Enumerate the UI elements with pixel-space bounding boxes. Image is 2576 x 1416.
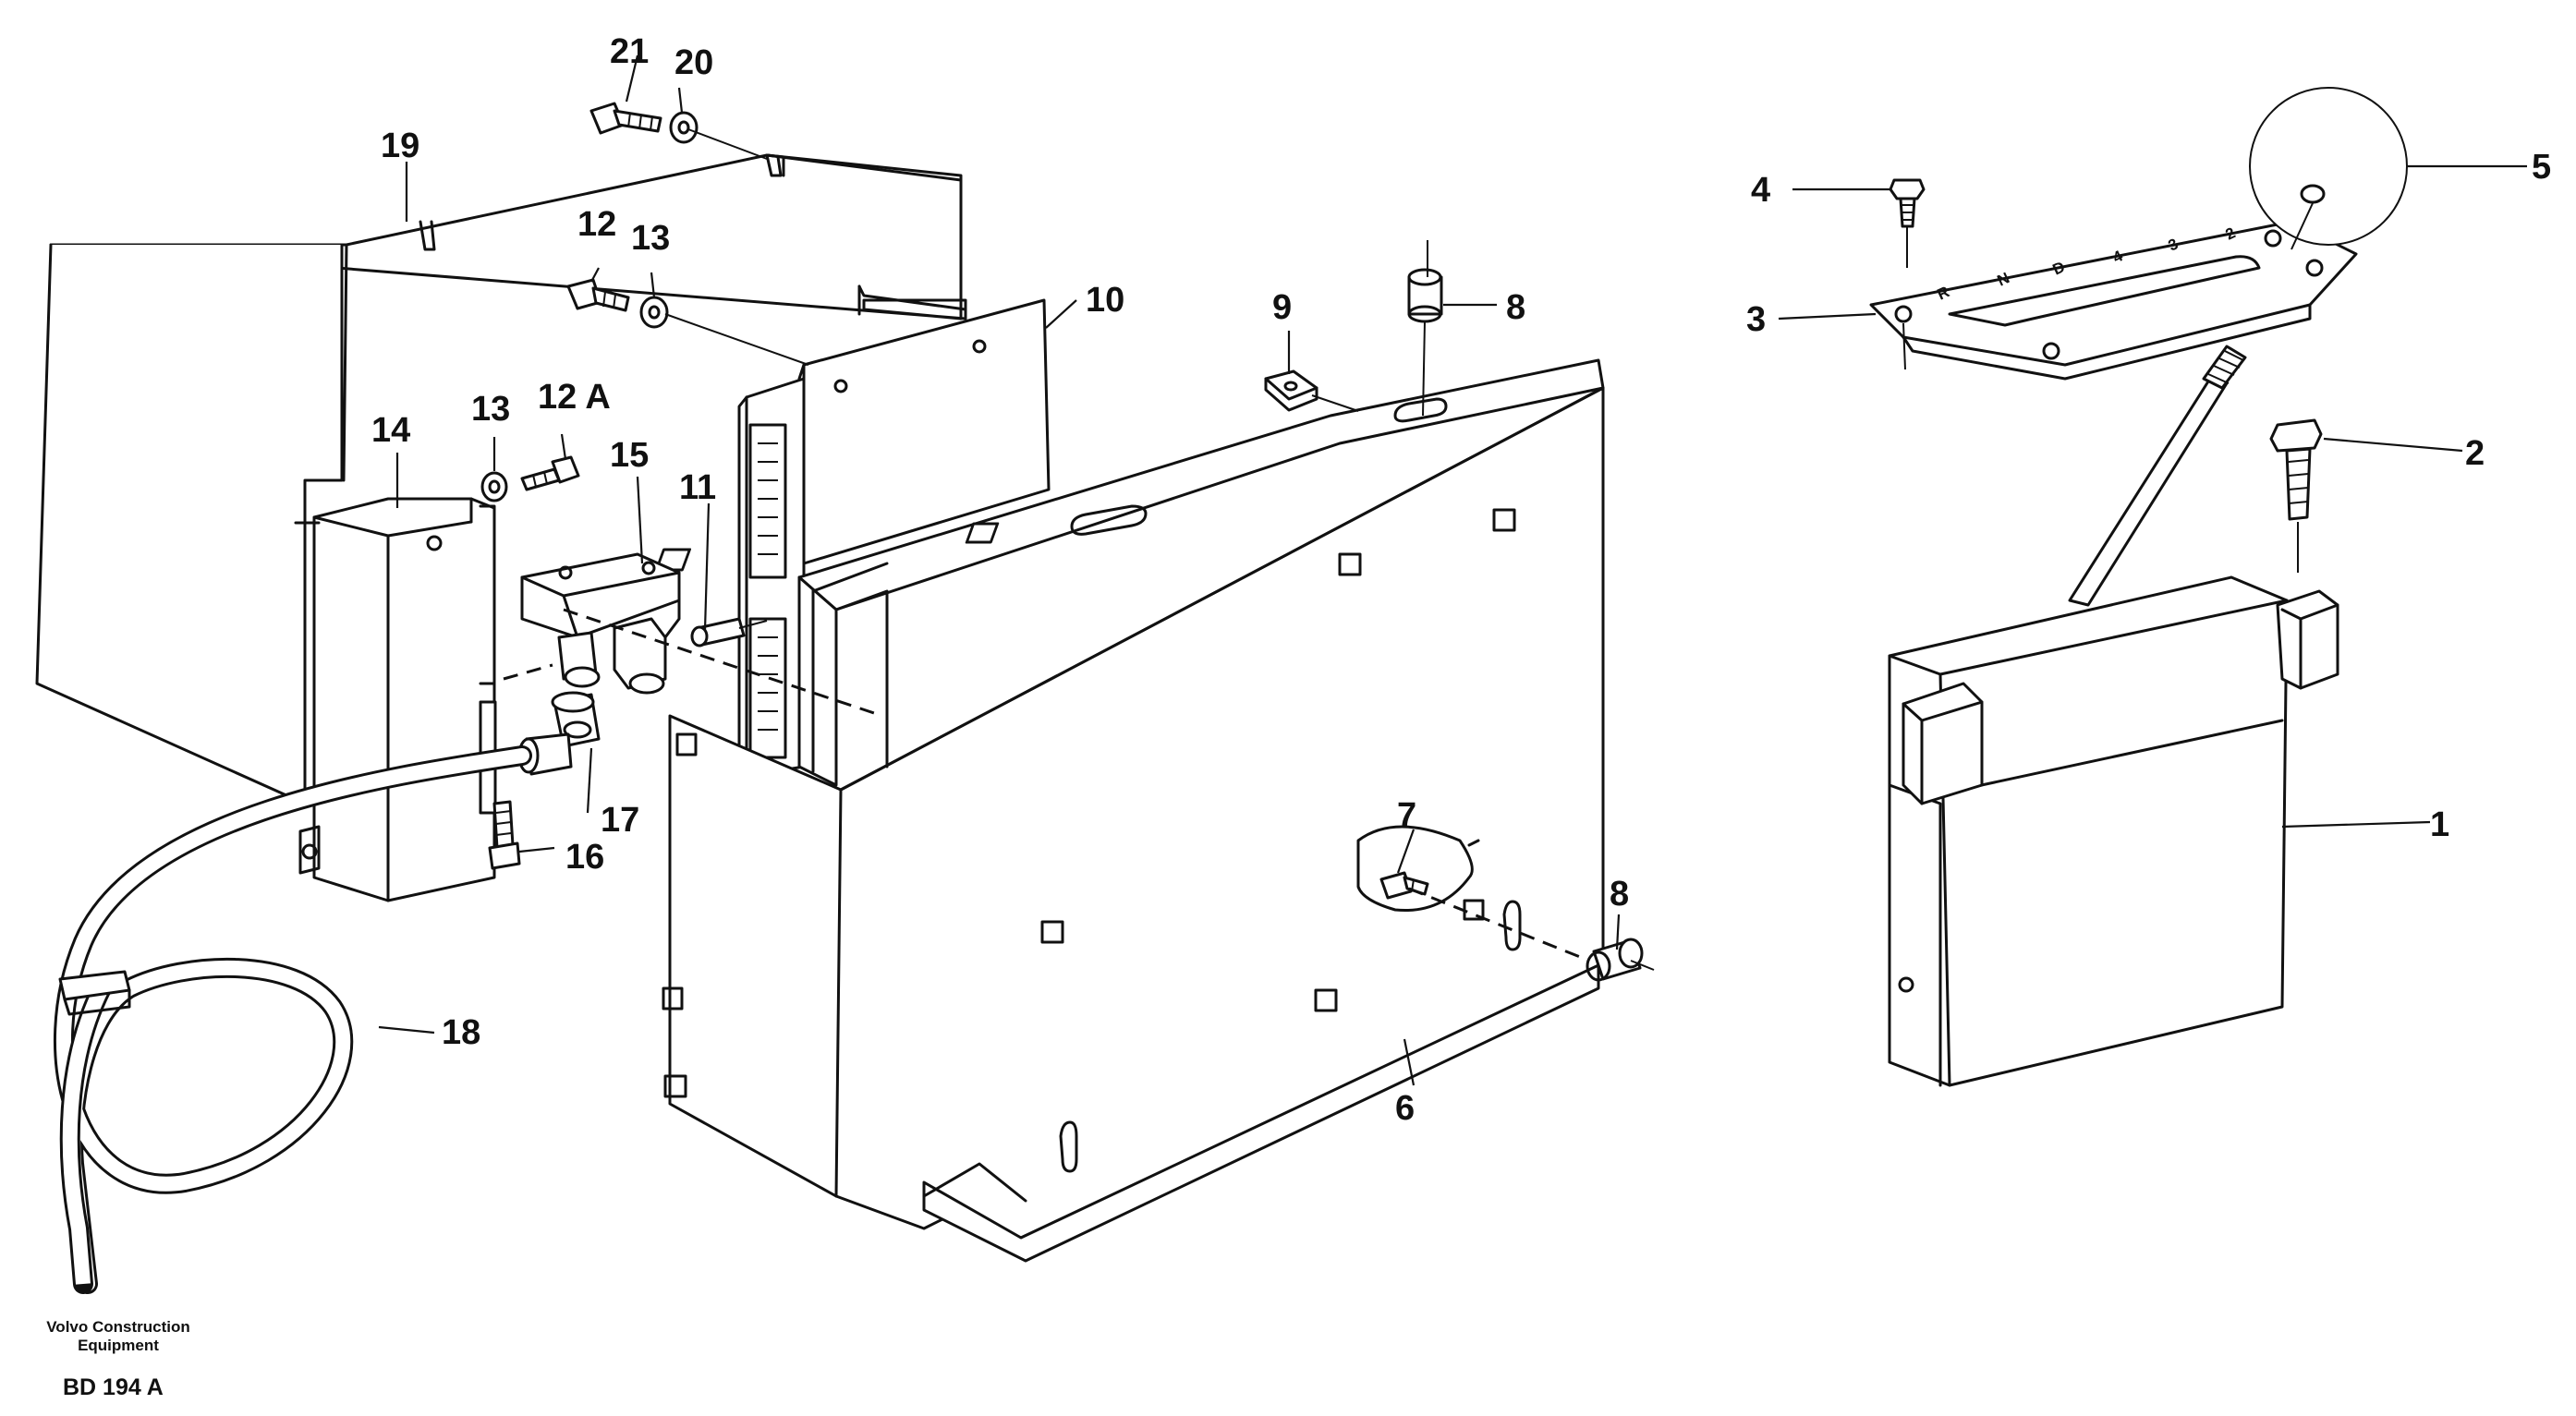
screw-part-12 — [566, 278, 630, 312]
relay-housing-part-14 — [294, 497, 497, 902]
elbow-fitting-part-17 — [517, 691, 601, 776]
screw-part-2 — [2269, 418, 2323, 521]
label-4: 4 — [1751, 171, 1770, 210]
alignment-lines — [503, 128, 2314, 971]
label-7: 7 — [1397, 796, 1416, 835]
label-16: 16 — [565, 838, 604, 877]
label-17: 17 — [601, 801, 639, 840]
label-21: 21 — [610, 32, 649, 71]
washer-part-13-upper — [639, 296, 669, 329]
label-12a: 12 A — [538, 378, 611, 417]
screw-part-16 — [488, 800, 521, 870]
bracket-part-15 — [520, 552, 681, 695]
company-name-line1: Volvo Construction — [46, 1318, 190, 1336]
spacer-part-8-top — [1407, 268, 1443, 323]
drawing-reference: BD 194 A — [63, 1374, 164, 1400]
label-12: 12 — [577, 205, 616, 244]
footer: Volvo Construction Equipment BD 194 A — [46, 1318, 190, 1400]
label-10: 10 — [1086, 281, 1124, 320]
connector-strip-upper — [748, 423, 787, 579]
fitting-part-11 — [690, 617, 746, 647]
gear-knob-part-5 — [2249, 87, 2408, 246]
control-unit-box-part-6 — [654, 358, 1605, 1263]
mounting-holes — [662, 508, 1522, 1173]
label-1: 1 — [2430, 805, 2449, 844]
label-8-bottom: 8 — [1610, 875, 1629, 914]
label-3: 3 — [1746, 300, 1766, 339]
screw-part-21 — [589, 102, 662, 135]
label-20: 20 — [674, 43, 713, 82]
label-8-top: 8 — [1506, 288, 1525, 327]
label-15: 15 — [610, 436, 649, 475]
electronic-unit-part-1 — [1888, 345, 2339, 1087]
label-14: 14 — [371, 411, 410, 450]
label-5: 5 — [2532, 148, 2551, 187]
label-6: 6 — [1395, 1089, 1415, 1128]
part-labels: 1 2 3 4 5 6 7 8 8 9 10 11 12 12 A 13 13 … — [371, 32, 2551, 1128]
spacer-part-8-bottom — [1586, 938, 1644, 982]
label-13-upper: 13 — [631, 219, 670, 258]
washer-part-20 — [669, 111, 699, 144]
rear-cover-plate-part-19 — [35, 153, 967, 805]
gear-selector-plate-part-3: R N D 4 3 2 — [1869, 220, 2358, 381]
circuit-board-part-10 — [737, 298, 1051, 778]
company-name-line2: Equipment — [78, 1337, 159, 1354]
hose-part-18 — [53, 745, 532, 1294]
label-18: 18 — [442, 1013, 480, 1052]
leader-lines — [378, 54, 2527, 1086]
screw-part-12a — [520, 455, 580, 491]
label-9: 9 — [1272, 288, 1292, 327]
screw-part-4 — [1889, 178, 1926, 228]
label-2: 2 — [2465, 434, 2485, 473]
label-13-lower: 13 — [471, 390, 510, 429]
connector-strip-lower — [748, 617, 787, 759]
washer-part-13-lower — [480, 471, 508, 502]
clip-nut-part-9 — [1264, 369, 1318, 412]
label-11: 11 — [679, 468, 716, 507]
label-19: 19 — [381, 127, 419, 165]
